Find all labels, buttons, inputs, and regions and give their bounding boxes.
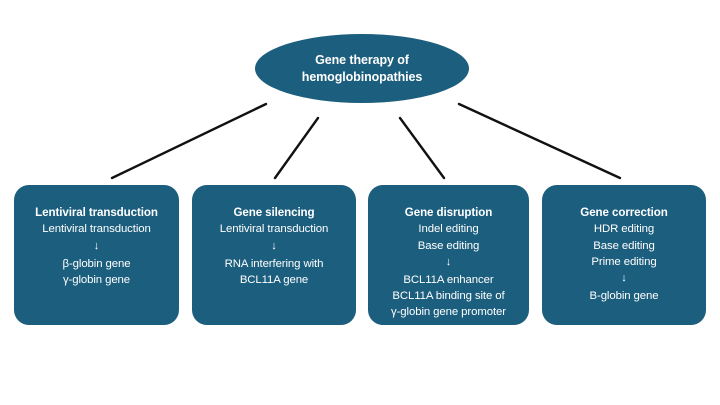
branch-method: Base editing bbox=[593, 239, 655, 252]
root-node-label-line-2: hemoglobinopathies bbox=[301, 69, 423, 84]
connector-line-1 bbox=[273, 116, 320, 180]
branch-targets: β-globin gene γ-globin gene bbox=[63, 256, 131, 288]
branch-target: B-globin gene bbox=[589, 289, 659, 302]
branch-title: Lentiviral transduction bbox=[35, 206, 158, 219]
branch-method: Indel editing bbox=[418, 223, 479, 236]
branch-box-gene-disruption: Gene disruption Indel editing Base editi… bbox=[368, 185, 529, 325]
branch-method: HDR editing bbox=[593, 223, 655, 236]
down-arrow-icon: ↓ bbox=[445, 255, 452, 268]
root-node-gene-therapy: Gene therapy of hemoglobinopathies bbox=[255, 34, 469, 103]
branch-box-gene-correction: Gene correction HDR editing Base editing… bbox=[542, 185, 706, 325]
branch-method: Lentiviral transduction bbox=[42, 223, 151, 236]
down-arrow-icon: ↓ bbox=[621, 272, 627, 285]
connector-line-3 bbox=[457, 102, 622, 180]
root-node-label-line-1: Gene therapy of bbox=[315, 53, 409, 67]
branch-methods: Lentiviral transduction bbox=[220, 221, 329, 237]
branch-methods: Indel editing Base editing bbox=[418, 221, 480, 253]
branch-method: Base editing bbox=[417, 239, 480, 252]
connector-line-2 bbox=[398, 116, 446, 180]
branch-target: RNA interfering with bbox=[224, 257, 324, 270]
branch-target: β-globin gene bbox=[62, 257, 131, 270]
connector-line-0 bbox=[110, 102, 268, 180]
branch-target: γ-globin gene promoter bbox=[391, 306, 506, 319]
branch-target: BCL11A enhancer bbox=[403, 273, 494, 286]
branch-method: Prime editing bbox=[591, 255, 657, 268]
down-arrow-icon: ↓ bbox=[93, 239, 100, 252]
branch-title: Gene silencing bbox=[233, 206, 315, 219]
branch-methods: HDR editing Base editing Prime editing bbox=[591, 221, 656, 270]
branch-target: BCL11A gene bbox=[239, 273, 309, 286]
branch-targets: BCL11A enhancer BCL11A binding site of γ… bbox=[391, 272, 506, 321]
branch-targets: B-globin gene bbox=[590, 288, 659, 304]
branch-target: BCL11A binding site of bbox=[392, 289, 505, 302]
branch-title: Gene disruption bbox=[404, 206, 493, 219]
branch-box-gene-silencing: Gene silencing Lentiviral transduction ↓… bbox=[192, 185, 356, 325]
branch-box-lentiviral-transduction: Lentiviral transduction Lentiviral trans… bbox=[14, 185, 179, 325]
down-arrow-icon: ↓ bbox=[271, 239, 277, 252]
branch-targets: RNA interfering with BCL11A gene bbox=[225, 256, 324, 288]
branch-title: Gene correction bbox=[580, 206, 668, 219]
branch-methods: Lentiviral transduction bbox=[42, 221, 151, 237]
branch-target: γ-globin gene bbox=[62, 273, 131, 286]
branch-method: Lentiviral transduction bbox=[219, 223, 329, 236]
